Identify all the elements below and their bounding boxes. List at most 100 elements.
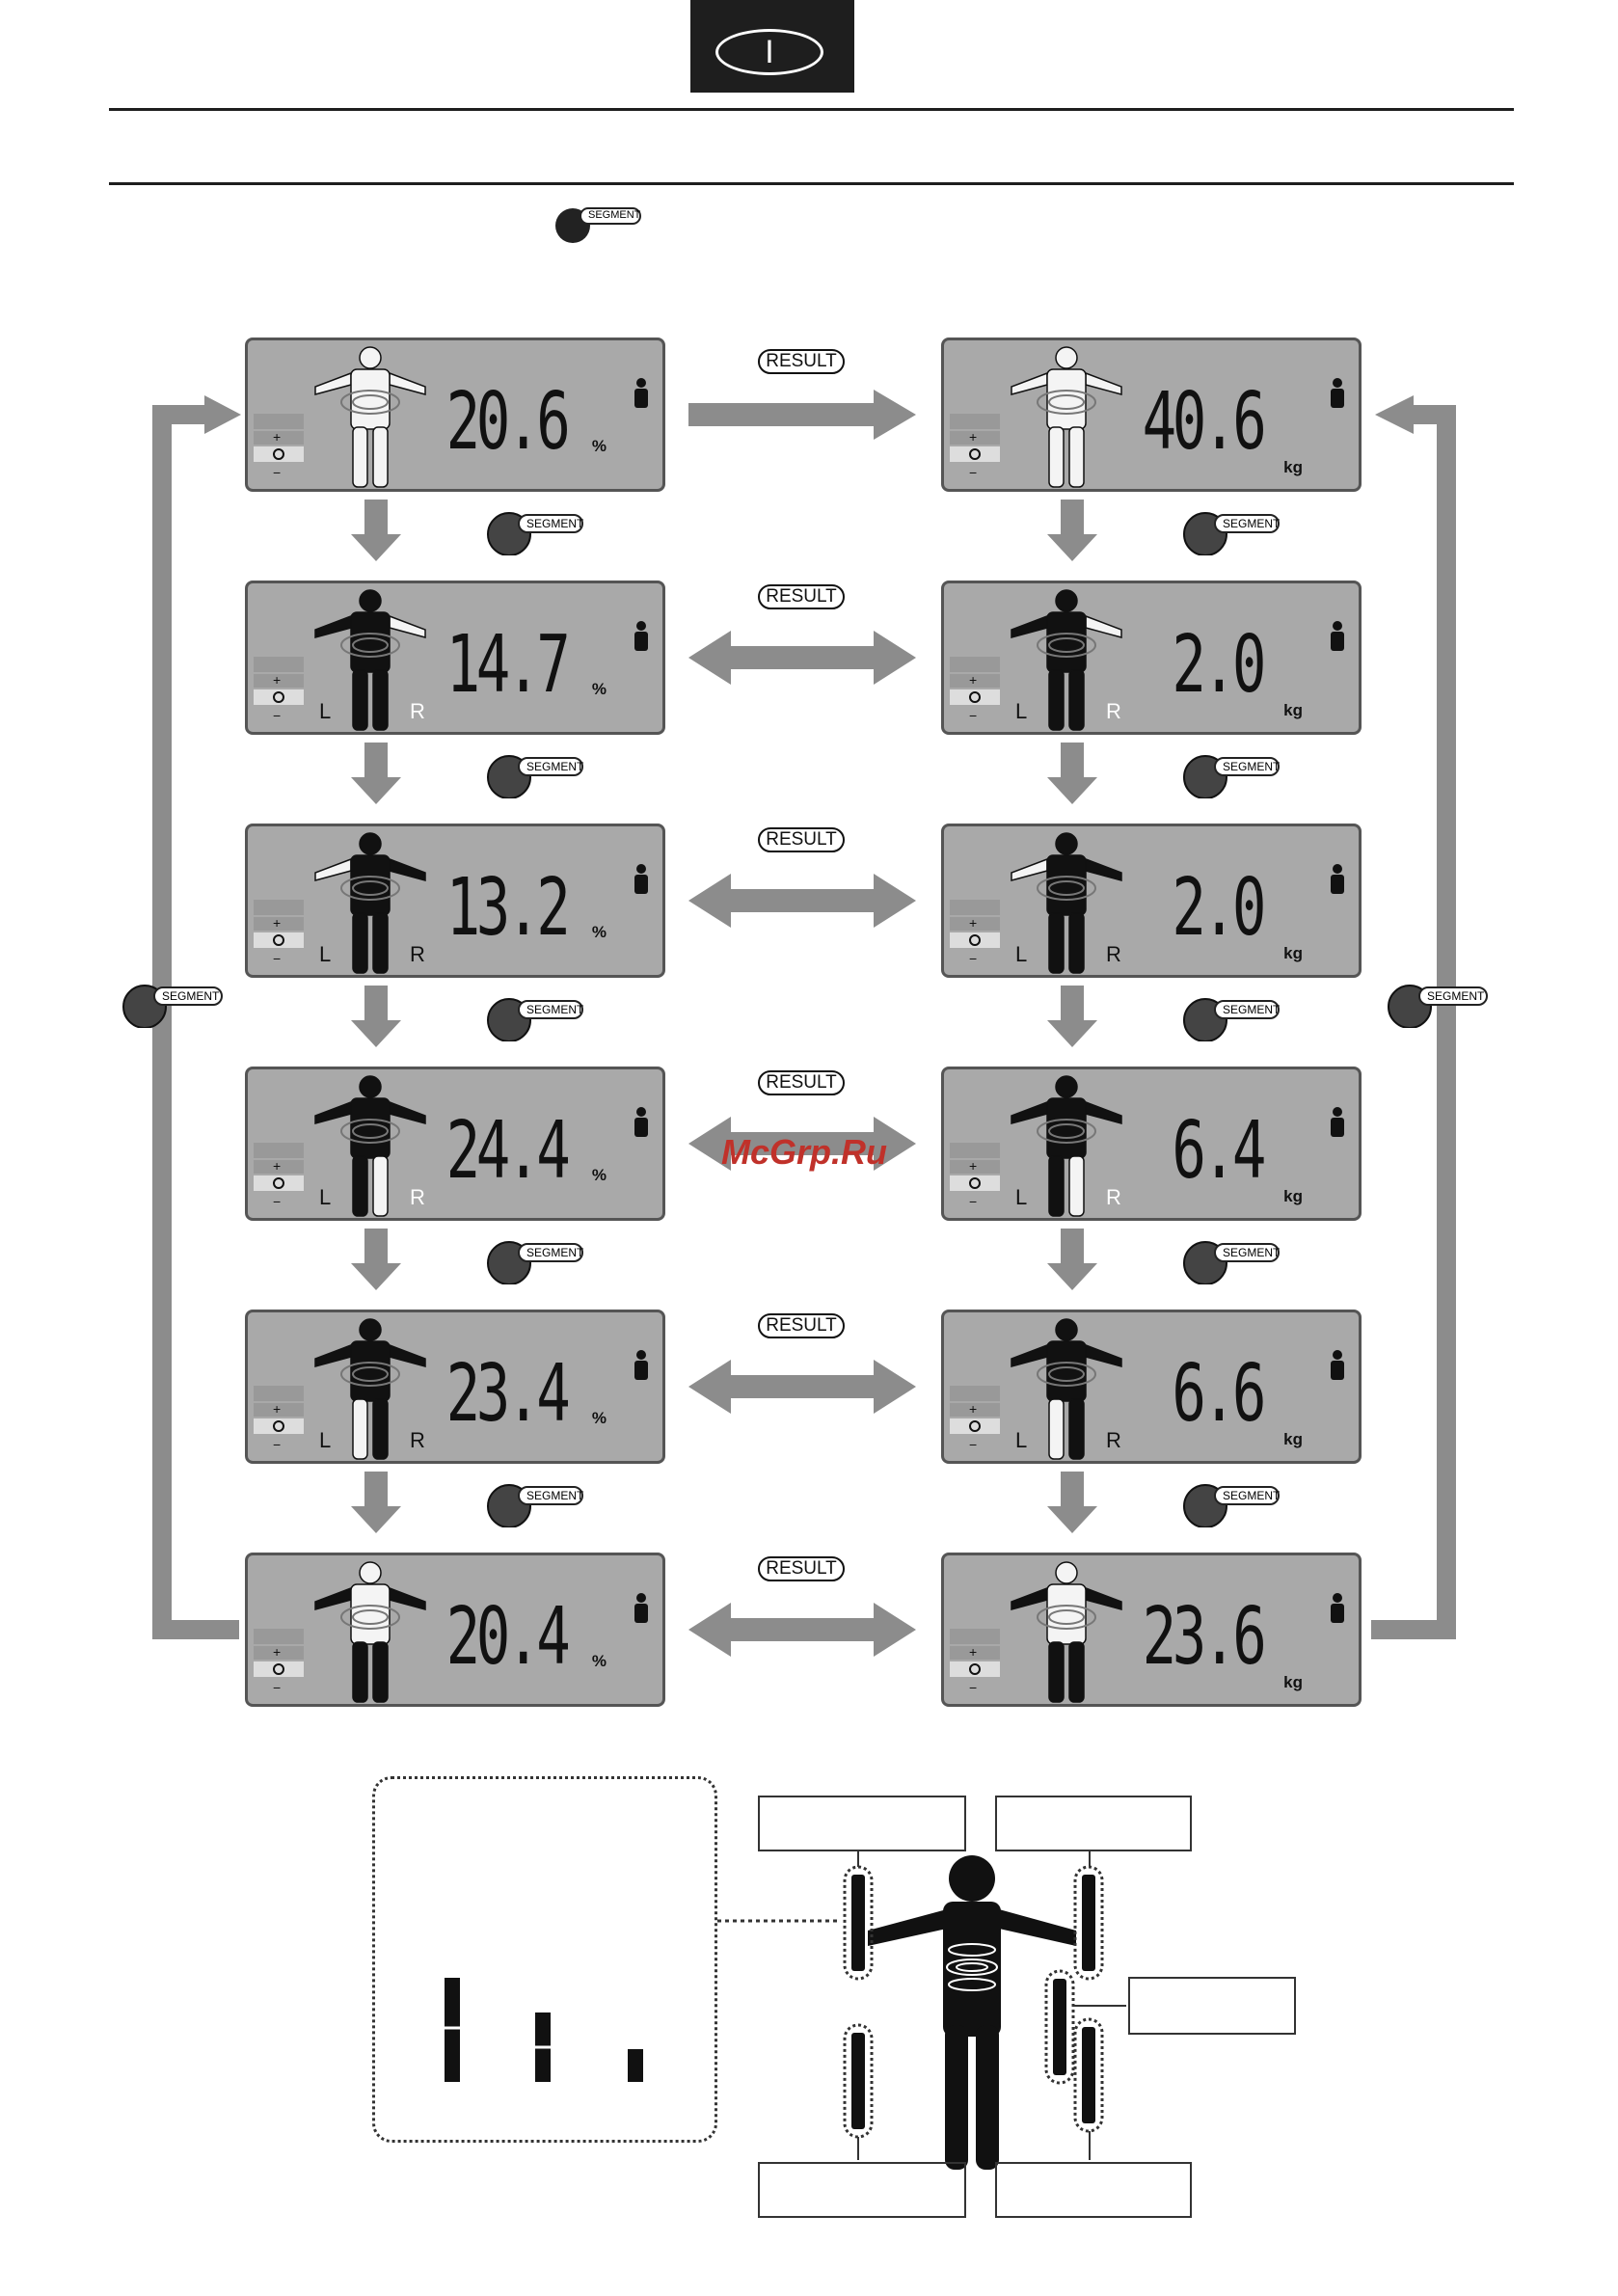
segment-button-label: SEGMENT <box>1223 517 1281 530</box>
segment-button[interactable]: SEGMENT <box>486 752 586 799</box>
lcd-value: 40.6 <box>1142 376 1266 468</box>
fat-percent-icon <box>634 378 648 408</box>
down-arrow <box>1047 986 1097 1047</box>
level-scale-icon: + − <box>254 657 304 723</box>
watermark: McGrp.Ru <box>721 1132 888 1172</box>
segment-button[interactable]: SEGMENT <box>486 509 586 556</box>
lcd-unit: kg <box>1283 1673 1303 1691</box>
bar-legend-icon <box>445 1978 643 2082</box>
segment-button-loop[interactable]: SEGMENT <box>121 982 226 1029</box>
lcd-unit: kg <box>1283 1430 1303 1448</box>
svg-text:+: + <box>273 1158 281 1174</box>
svg-text:−: − <box>969 1194 977 1209</box>
svg-text:−: − <box>273 708 281 723</box>
language-tab: I <box>690 0 854 93</box>
svg-text:+: + <box>273 915 281 931</box>
segment-button-label: SEGMENT <box>162 989 220 1003</box>
svg-text:+: + <box>273 429 281 445</box>
svg-text:−: − <box>969 1680 977 1695</box>
body-figure-icon <box>1011 589 1122 731</box>
svg-text:−: − <box>969 1437 977 1452</box>
level-scale-icon: + − <box>254 1143 304 1209</box>
lcd-unit: kg <box>1283 1187 1303 1205</box>
svg-text:−: − <box>273 1194 281 1209</box>
lcd-unit: % <box>591 923 607 941</box>
segment-button-label: SEGMENT <box>526 1003 584 1016</box>
result-button[interactable]: RESULT <box>758 1313 845 1338</box>
body-figure-icon <box>1011 1561 1122 1703</box>
level-scale-icon: + − <box>254 414 304 480</box>
result-button[interactable]: RESULT <box>758 827 845 852</box>
segment-button-label: SEGMENT <box>1427 989 1485 1003</box>
result-button[interactable]: RESULT <box>758 584 845 609</box>
muscle-mass-icon <box>1331 621 1344 651</box>
segment-button[interactable]: SEGMENT <box>1182 509 1282 556</box>
down-arrow <box>351 743 401 804</box>
segment-button[interactable]: SEGMENT <box>1182 995 1282 1042</box>
result-button[interactable]: RESULT <box>758 349 845 374</box>
segment-button-loop[interactable]: SEGMENT <box>1387 982 1491 1029</box>
svg-text:+: + <box>273 672 281 688</box>
down-arrow <box>351 1472 401 1533</box>
lcd-value: 24.4 <box>445 1105 570 1197</box>
segment-button-label: SEGMENT <box>1223 1489 1281 1502</box>
segment-button[interactable]: SEGMENT <box>486 1481 586 1528</box>
level-scale-icon: + − <box>254 900 304 966</box>
segment-button[interactable]: SEGMENT <box>486 995 586 1042</box>
label-box-left-leg <box>758 2162 966 2218</box>
body-figure-icon <box>314 346 426 488</box>
lcd-unit: % <box>591 1652 607 1670</box>
lcd-value: 20.6 <box>445 376 570 468</box>
segment-button-intro[interactable]: SEGMENT <box>553 203 650 252</box>
level-scale-icon: + − <box>254 1386 304 1452</box>
body-figure-icon <box>314 589 426 731</box>
left-side-label: L <box>1015 699 1028 723</box>
down-arrow <box>351 1229 401 1290</box>
body-figure-icon <box>1011 346 1122 488</box>
segment-button-icon <box>1183 1484 1280 1528</box>
result-arrow <box>688 390 916 440</box>
result-button[interactable]: RESULT <box>758 1556 845 1581</box>
svg-text:+: + <box>273 1644 281 1660</box>
segment-button-icon <box>122 985 223 1029</box>
segment-button[interactable]: SEGMENT <box>1182 752 1282 799</box>
segment-button[interactable]: SEGMENT <box>1182 1238 1282 1285</box>
segment-button-label: SEGMENT <box>1223 1246 1281 1259</box>
svg-text:−: − <box>273 465 281 480</box>
language-marker: I <box>715 29 823 75</box>
down-arrow <box>1047 1229 1097 1290</box>
lcd-unit: % <box>591 1166 607 1184</box>
body-figure-icon <box>314 832 426 974</box>
level-scale-icon: + − <box>950 900 1000 966</box>
segment-button[interactable]: SEGMENT <box>486 1238 586 1285</box>
muscle-mass-icon <box>1331 1593 1344 1623</box>
right-side-label: R <box>410 1185 425 1209</box>
left-side-label: L <box>319 1428 332 1452</box>
segment-button[interactable]: SEGMENT <box>1182 1481 1282 1528</box>
right-side-label: R <box>1106 1185 1121 1209</box>
right-side-label: R <box>410 942 425 966</box>
body-figure-icon <box>314 1318 426 1460</box>
segment-button-icon <box>555 207 641 243</box>
segment-button-label: SEGMENT <box>1223 1003 1281 1016</box>
muscle-mass-icon <box>1331 864 1344 894</box>
svg-text:−: − <box>273 1437 281 1452</box>
result-arrow <box>688 1360 916 1414</box>
result-button[interactable]: RESULT <box>758 1070 845 1095</box>
down-arrow <box>1047 1472 1097 1533</box>
muscle-mass-icon <box>1331 1107 1344 1137</box>
segment-button-label: SEGMENT <box>1223 760 1281 773</box>
right-side-label: R <box>410 699 425 723</box>
lcd-display-left_column-6: + − 20.4% <box>245 1553 665 1707</box>
lcd-unit: kg <box>1283 944 1303 962</box>
body-figure-icon <box>1011 832 1122 974</box>
svg-text:−: − <box>273 1680 281 1695</box>
fat-percent-icon <box>634 1350 648 1380</box>
lcd-value: 23.6 <box>1142 1591 1266 1683</box>
lcd-unit: kg <box>1283 701 1303 719</box>
